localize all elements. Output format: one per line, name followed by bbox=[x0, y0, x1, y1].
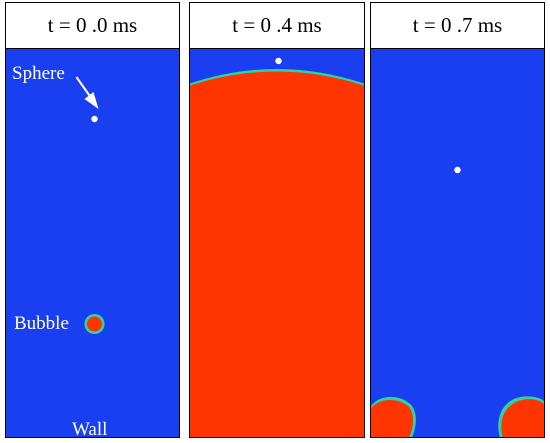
bubble-fragment-right bbox=[501, 399, 544, 437]
simulation-field: Sphere Bubble Wall bbox=[6, 49, 179, 437]
bubble-fragment-left bbox=[371, 399, 413, 437]
simulation-field bbox=[190, 49, 364, 437]
wall-label: Wall bbox=[72, 419, 108, 437]
field-svg bbox=[371, 49, 544, 437]
time-label: t = 0 .4 ms bbox=[190, 3, 364, 49]
field-svg bbox=[6, 49, 179, 437]
arrow-line bbox=[75, 76, 92, 98]
sphere-label: Sphere bbox=[12, 63, 65, 84]
sphere bbox=[91, 115, 98, 123]
liquid-region bbox=[6, 49, 179, 437]
frame-t04: t = 0 .4 ms bbox=[189, 2, 365, 438]
bubble-label: Bubble bbox=[14, 313, 69, 334]
frame-t0: t = 0 .0 ms Sphere Bubble Wall bbox=[5, 2, 180, 438]
sphere bbox=[454, 166, 461, 174]
time-label: t = 0 .0 ms bbox=[6, 3, 179, 49]
field-svg bbox=[190, 49, 364, 437]
bubble bbox=[86, 316, 103, 332]
sphere bbox=[275, 57, 282, 65]
arrow-head bbox=[84, 92, 99, 109]
frame-t07: t = 0 .7 ms bbox=[370, 2, 545, 438]
expanded-bubble bbox=[190, 71, 364, 437]
liquid-region bbox=[371, 49, 544, 437]
simulation-field bbox=[371, 49, 544, 437]
time-label: t = 0 .7 ms bbox=[371, 3, 544, 49]
